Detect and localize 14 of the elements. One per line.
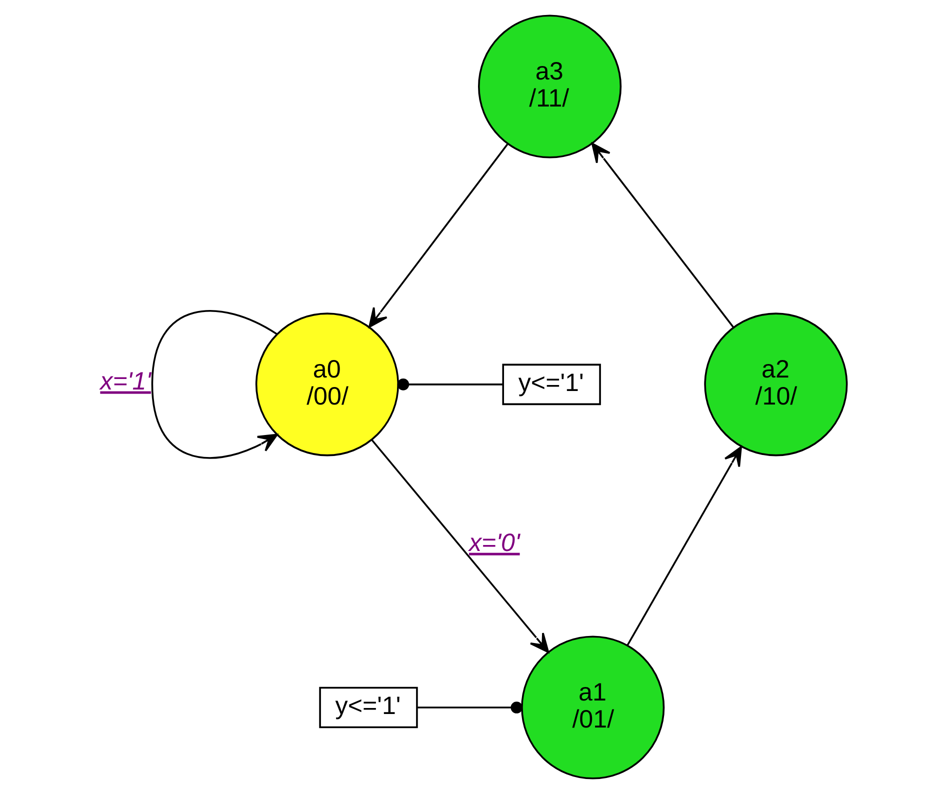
- edge-label: x='0': [468, 528, 520, 557]
- node-circle: a1 /01/: [520, 636, 664, 780]
- arrow: [626, 446, 742, 646]
- arrow: [368, 144, 508, 328]
- node-box: y<='1': [502, 364, 600, 406]
- node-circle: a2 /10/: [704, 312, 848, 456]
- arrow: [150, 310, 278, 459]
- node-box: y<='1': [318, 686, 418, 728]
- edge-label: x='1': [100, 367, 150, 396]
- arrow: [590, 142, 734, 328]
- connector: [417, 702, 522, 714]
- arrow: [370, 439, 549, 653]
- node-circle: a3 /11/: [477, 14, 622, 158]
- connector: [396, 378, 503, 390]
